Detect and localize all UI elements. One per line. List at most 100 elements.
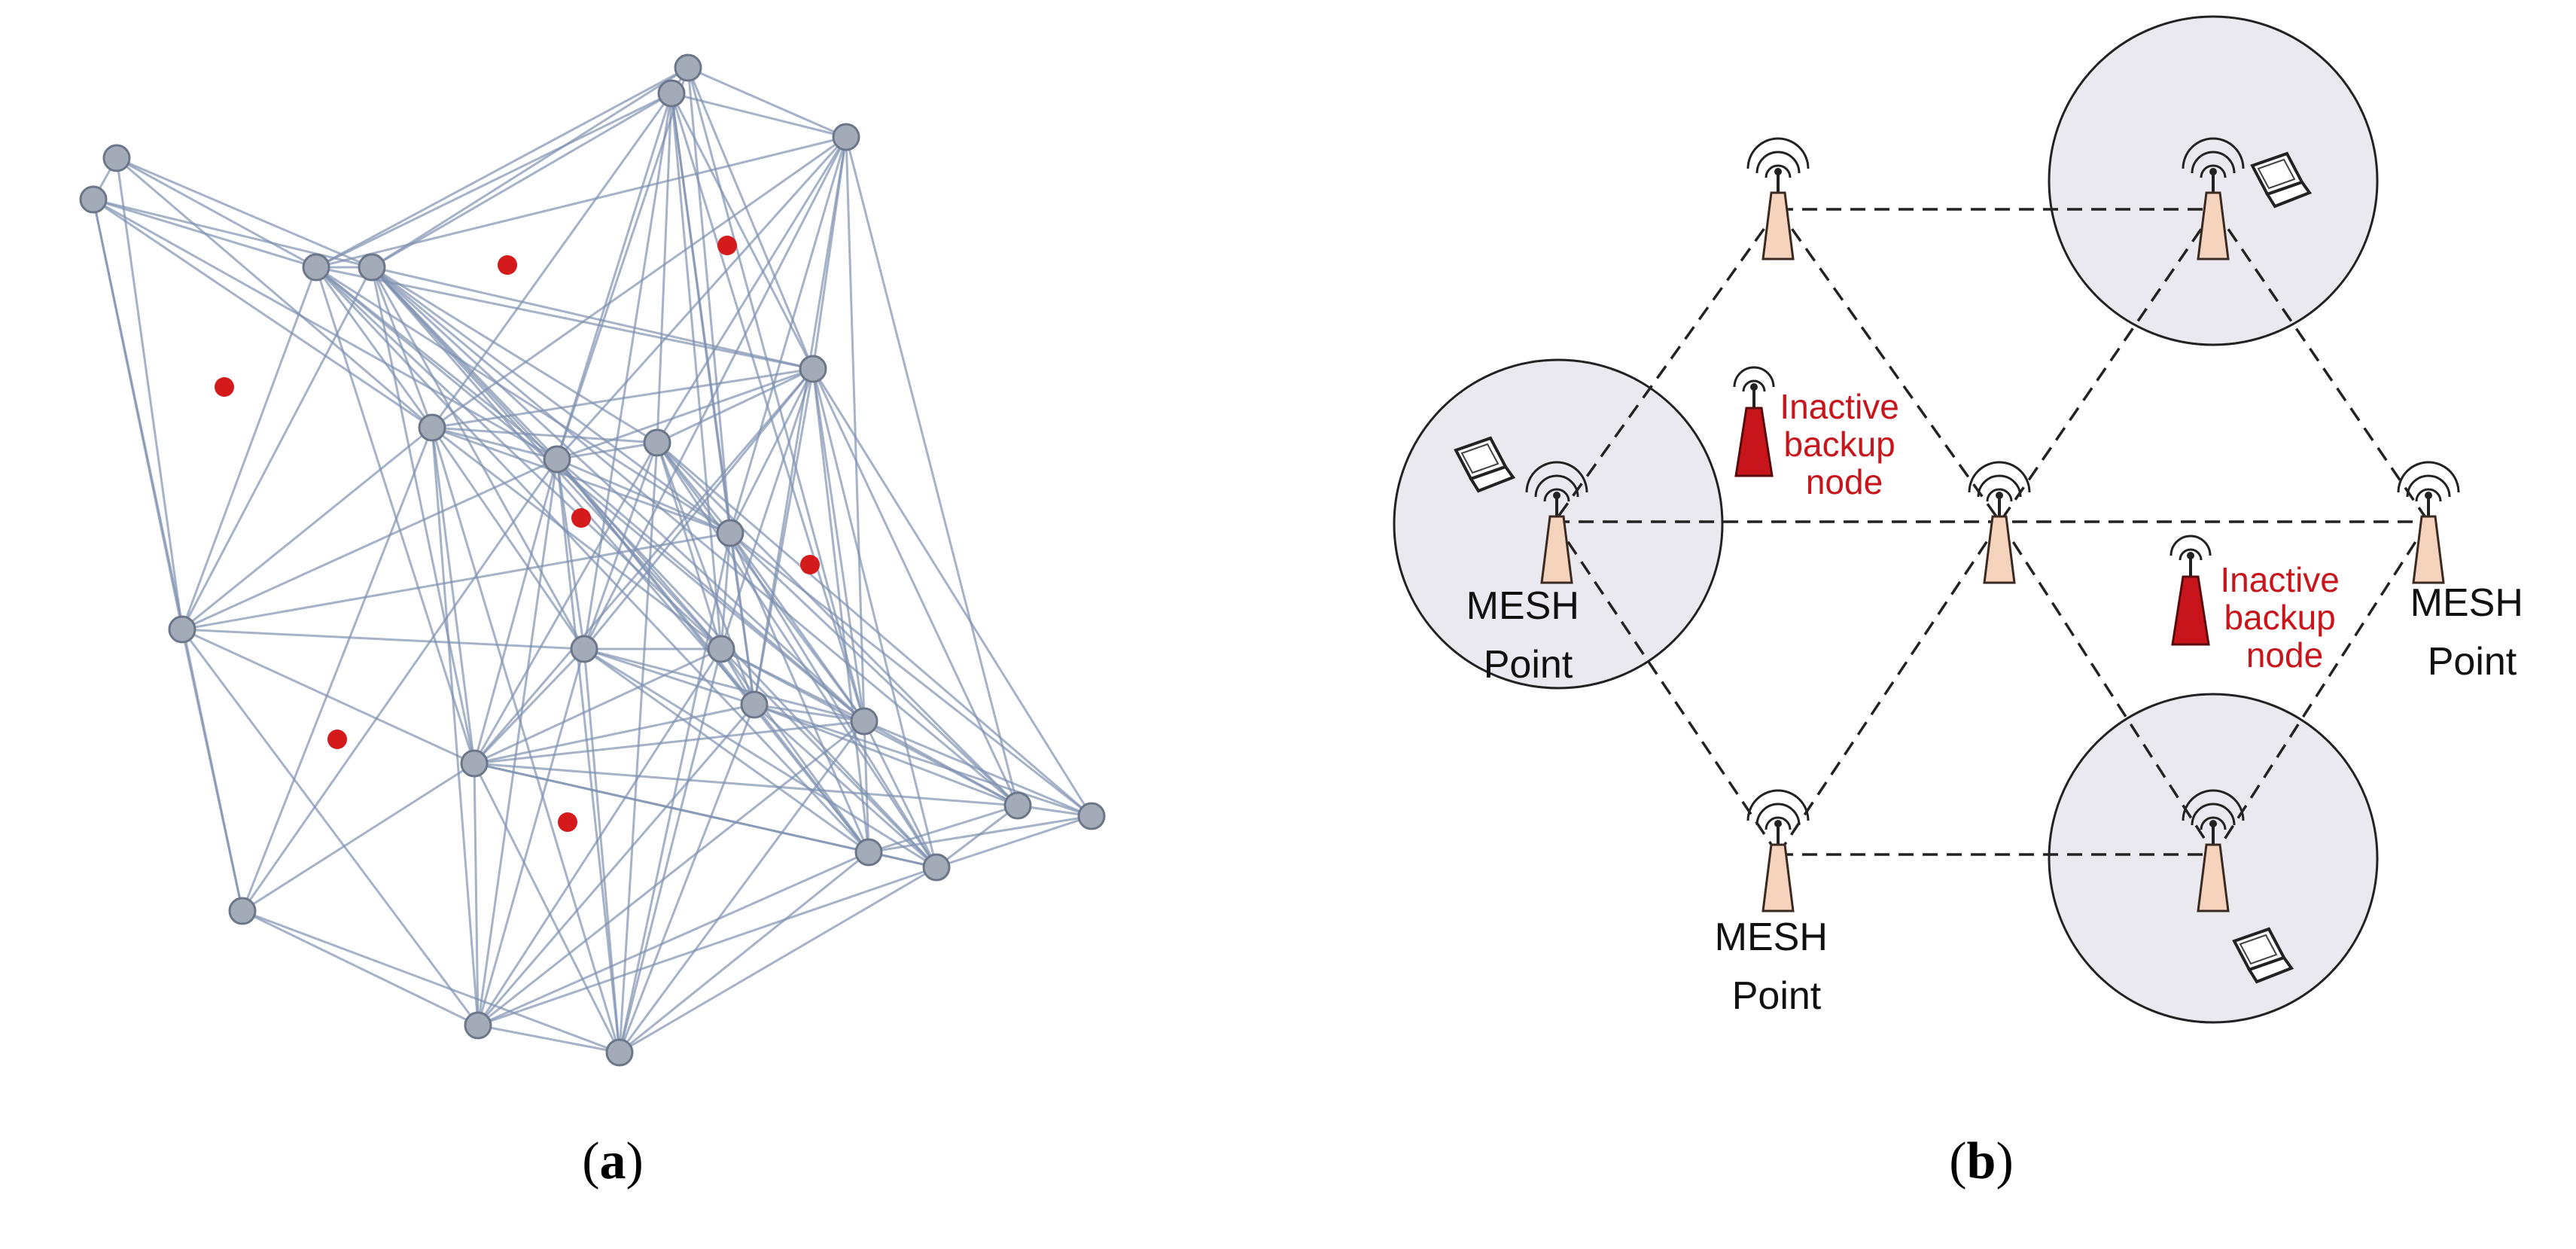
mesh-edge <box>370 267 434 428</box>
mesh-edge <box>315 267 434 428</box>
mesh-edge <box>656 136 848 443</box>
mesh-edge <box>618 442 659 1053</box>
mesh-node <box>832 123 860 151</box>
mesh-edge <box>477 458 559 1026</box>
mesh-edge <box>93 198 558 461</box>
mesh-node <box>228 897 257 925</box>
mesh-node <box>460 749 489 778</box>
mesh-edge <box>720 368 815 650</box>
mesh-edge <box>242 909 620 1054</box>
mesh-edge <box>619 851 869 1054</box>
gap-marker-dot <box>800 555 820 574</box>
mesh-edge <box>431 426 722 650</box>
mesh-edge <box>656 93 673 443</box>
mesh-node <box>1003 791 1032 820</box>
mesh-edge <box>936 804 1019 869</box>
mesh-edge <box>556 136 848 461</box>
label-inactive-backup-right: Inactive backup node <box>2220 560 2349 675</box>
mesh-edge <box>477 1024 620 1054</box>
mesh-edge <box>729 136 848 534</box>
backup-node-top <box>1733 366 1775 477</box>
mesh-edge <box>670 93 723 650</box>
mesh-edge <box>754 703 865 723</box>
mesh-edge <box>720 648 870 853</box>
mesh-edge <box>473 703 755 765</box>
gap-marker-dot <box>571 508 591 528</box>
mesh-node <box>358 253 386 282</box>
mesh-edge <box>115 157 184 630</box>
mesh-edge <box>473 763 480 1026</box>
gap-marker-dot <box>717 236 737 255</box>
mesh-node <box>850 707 878 736</box>
backup-node-right <box>2170 535 2212 646</box>
mesh-edge <box>371 92 672 269</box>
mesh-edge <box>116 157 433 429</box>
mesh-edge <box>431 136 847 429</box>
mesh-node <box>799 355 827 383</box>
panel-a-network <box>79 53 1106 1067</box>
mesh-edge <box>473 442 659 764</box>
mesh-edge <box>431 367 814 429</box>
mesh-edge <box>845 136 1019 806</box>
mesh-edge <box>687 67 866 722</box>
gap-marker-dot <box>215 377 234 397</box>
mesh-edge <box>687 66 847 139</box>
mesh-edge <box>811 368 866 722</box>
mesh-edge <box>556 367 814 461</box>
mesh-node <box>922 853 951 882</box>
mesh-edge <box>729 368 815 534</box>
mesh-edge <box>181 267 373 630</box>
mesh-edge <box>241 458 559 912</box>
mesh-edge <box>583 368 815 650</box>
label-mesh-point-right: MESH Point <box>2410 581 2535 684</box>
mesh-edge <box>656 441 1019 807</box>
mesh-edge <box>181 532 731 631</box>
gap-markers <box>215 236 820 832</box>
mesh-edge <box>753 136 848 705</box>
mesh-node <box>168 615 196 644</box>
mesh-edge <box>868 815 1092 854</box>
mesh-edge <box>729 532 866 722</box>
gap-marker-dot <box>558 812 577 832</box>
mesh-edge <box>618 648 723 1053</box>
router-bottom-left <box>1746 789 1810 912</box>
mesh-edge <box>477 648 723 1026</box>
mesh-edge <box>618 704 756 1053</box>
mesh-edge <box>477 720 865 1027</box>
mesh-node <box>605 1038 634 1067</box>
mesh-node <box>102 144 131 172</box>
mesh-edge <box>181 628 475 765</box>
mesh-edge <box>370 266 938 869</box>
mesh-edge <box>811 368 1093 817</box>
mesh-edge <box>687 67 732 534</box>
mesh-node <box>643 428 671 457</box>
mesh-edge <box>181 629 480 1026</box>
mesh-edge <box>431 427 476 764</box>
mesh-edge <box>473 720 865 765</box>
mesh-edge <box>656 367 814 444</box>
mesh-edge <box>753 704 870 853</box>
mesh-node <box>464 1011 492 1040</box>
mesh-edge <box>181 629 244 912</box>
mesh-edge <box>729 532 1092 818</box>
mesh-edge <box>370 267 586 650</box>
mesh-node <box>79 185 108 214</box>
mesh-node <box>740 690 769 719</box>
mesh-edge <box>473 647 722 765</box>
mesh-edge <box>811 368 870 853</box>
mesh-edge <box>618 532 732 1053</box>
mesh-edge <box>729 532 1019 807</box>
mesh-edge <box>936 815 1092 869</box>
mesh-node <box>302 253 330 282</box>
mesh-edge <box>863 720 1019 807</box>
mesh-edge <box>583 648 621 1053</box>
mesh-edge <box>729 532 938 868</box>
mesh-edge <box>583 647 755 706</box>
mesh-edge <box>477 648 586 1026</box>
mesh-edge <box>477 704 756 1026</box>
mesh-nodes <box>79 53 1106 1067</box>
mesh-node <box>418 413 446 442</box>
mesh-edge <box>371 266 814 370</box>
mesh-edge <box>477 866 937 1027</box>
